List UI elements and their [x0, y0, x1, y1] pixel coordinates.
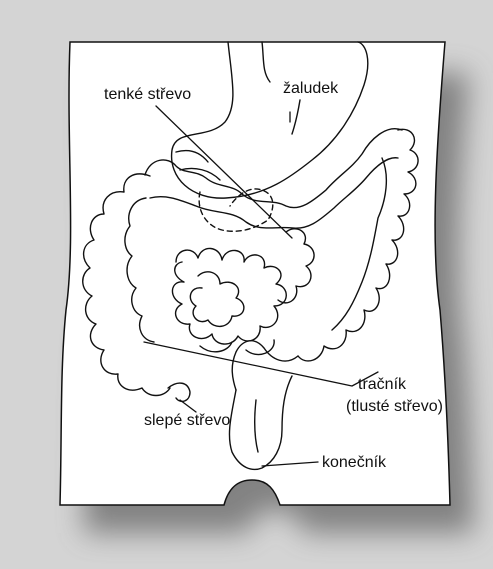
- label-small-intestine: tenké střevo: [104, 86, 191, 104]
- label-rectum: konečník: [322, 454, 386, 472]
- label-cecum: slepé střevo: [144, 412, 230, 430]
- label-colon-sub: (tlusté střevo): [346, 398, 443, 416]
- label-colon: tračník: [358, 376, 406, 394]
- label-stomach: žaludek: [283, 80, 338, 98]
